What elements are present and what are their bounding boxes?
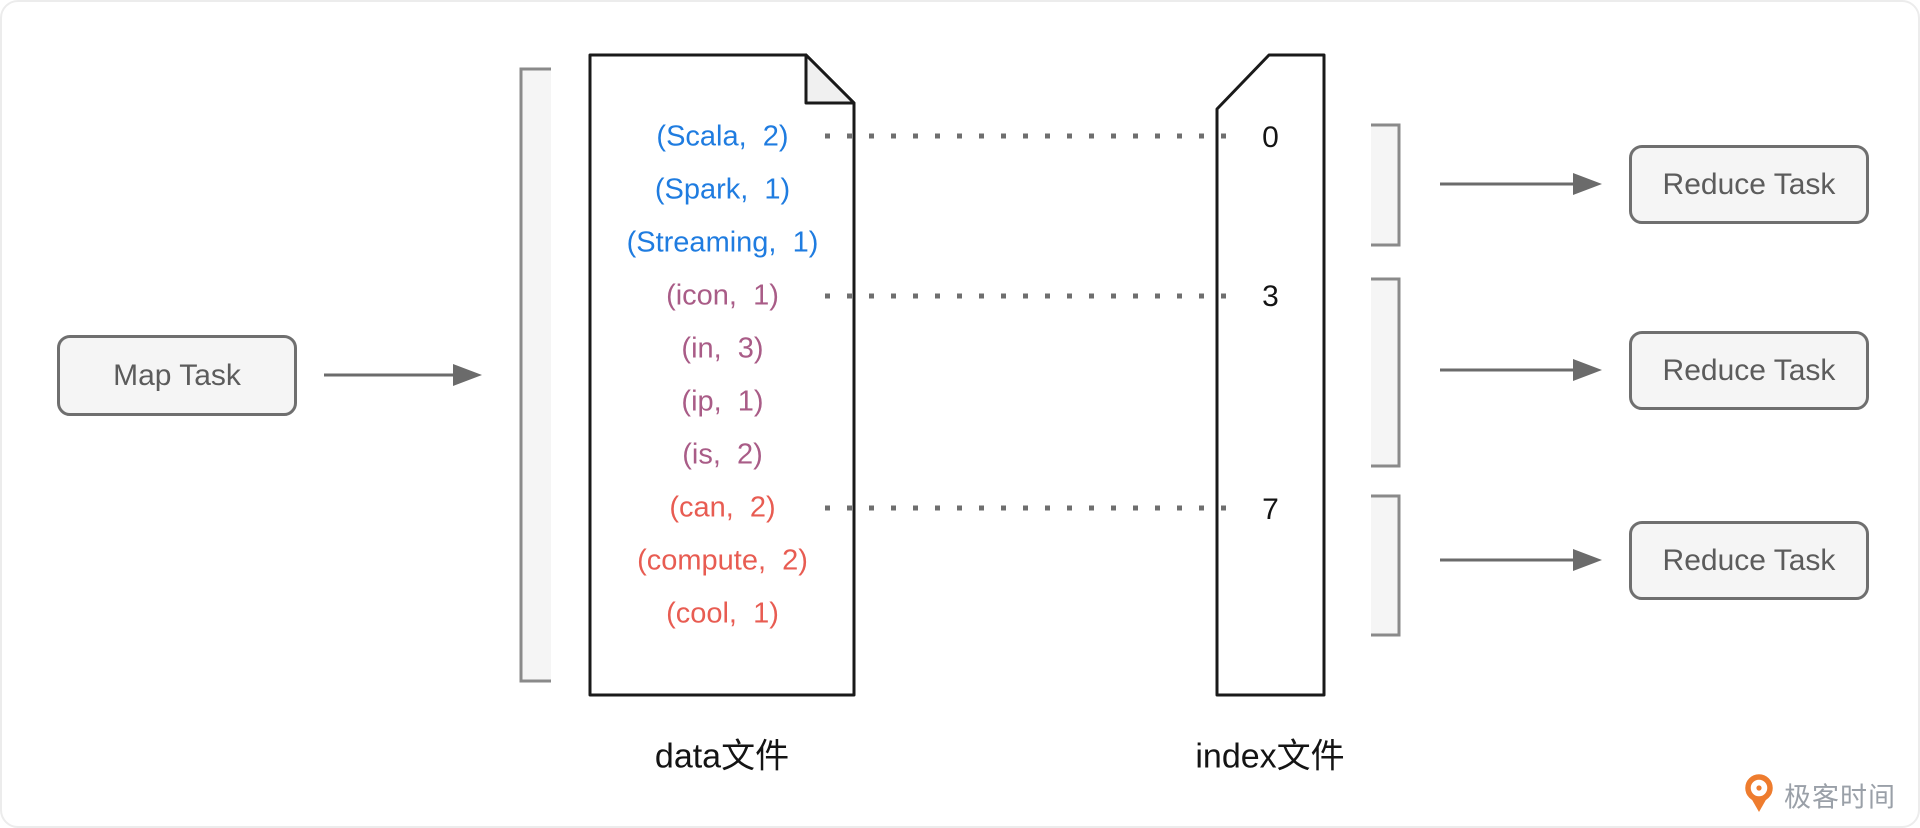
reduce-task-node-2: Reduce Task: [1629, 331, 1869, 410]
arrow-to-reduce-3: [1440, 549, 1602, 571]
index-file-caption: index文件: [1195, 737, 1345, 776]
data-pair: (Streaming, 1): [626, 226, 819, 259]
reduce-task-node-3: Reduce Task: [1629, 521, 1869, 600]
partition-bracket-3: [1371, 494, 1401, 637]
map-to-buffer-arrow: [324, 364, 482, 386]
index-offset: 7: [1262, 493, 1279, 526]
reduce-task-label: Reduce Task: [1662, 353, 1836, 387]
partition-bracket-1: [1371, 123, 1401, 247]
partition-bracket-2: [1371, 277, 1401, 468]
index-file-shape: [1215, 53, 1326, 697]
reduce-task-node-1: Reduce Task: [1629, 145, 1869, 224]
geektime-logo-text: 极客时间: [1784, 782, 1896, 813]
data-pair: (Spark, 1): [654, 173, 791, 206]
index-offset: 3: [1262, 280, 1279, 313]
data-pair: (is, 2): [682, 438, 763, 471]
data-pair: (Scala, 2): [656, 120, 789, 153]
arrow-to-reduce-2: [1440, 359, 1602, 381]
geektime-logo: 极客时间: [1742, 772, 1912, 818]
data-pair: (icon, 1): [666, 279, 779, 312]
data-pair: (compute, 2): [637, 544, 808, 577]
data-file-caption: data文件: [654, 737, 790, 776]
data-pair: (ip, 1): [681, 385, 764, 418]
folded-corner: [804, 53, 856, 105]
map-task-label: Map Task: [113, 358, 241, 392]
left-bracket: [519, 67, 551, 683]
data-pair: (can, 2): [669, 491, 776, 524]
geektime-logo-icon: [1745, 774, 1773, 812]
reduce-task-label: Reduce Task: [1662, 543, 1836, 577]
data-file-shape: [588, 53, 856, 697]
data-pair: (in, 3): [681, 332, 764, 365]
map-task-node: Map Task: [57, 335, 297, 416]
arrow-to-reduce-1: [1440, 173, 1602, 195]
index-offset: 0: [1262, 121, 1279, 154]
reduce-task-label: Reduce Task: [1662, 167, 1836, 201]
data-pair: (cool, 1): [666, 597, 779, 630]
